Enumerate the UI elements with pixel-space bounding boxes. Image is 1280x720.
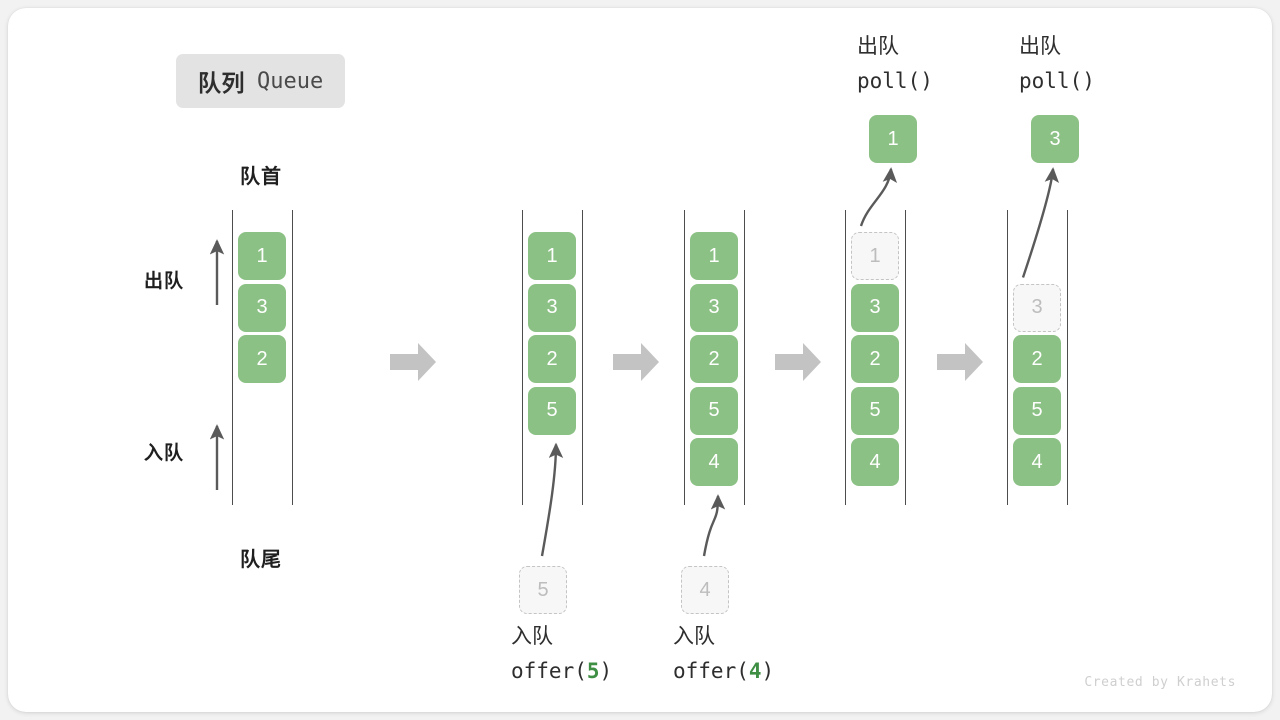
dequeue-arrow-poll-1 (859, 167, 898, 227)
queue-cell-initial-2: 2 (238, 335, 286, 383)
caption-operation-name: 入队 (511, 625, 553, 648)
flow-arrow-3 (937, 343, 983, 381)
queue-cell-offer-5-1: 3 (528, 283, 576, 332)
caption-code: offer(5) (511, 654, 612, 688)
queue-rear-label: 队尾 (240, 549, 282, 571)
queue-cell-initial-1: 3 (238, 283, 286, 332)
queue-rail-left-offer-5 (522, 210, 523, 505)
queue-ghost-cell-poll-1: 1 (851, 232, 899, 280)
title-badge: 队列 Queue (176, 54, 346, 108)
flow-arrow-0 (390, 343, 436, 381)
caption-operation-name: 入队 (673, 625, 715, 648)
operation-caption-offer-4: 入队 offer(4) (673, 620, 774, 688)
dequeue-arrow-poll-3 (1021, 167, 1060, 278)
queue-cell-offer-4-0: 1 (690, 232, 738, 280)
cell-value: 5 (546, 399, 558, 421)
cell-value: 1 (256, 244, 268, 267)
queue-rail-right-offer-4 (744, 210, 745, 505)
caption-code-prefix: offer( (511, 659, 587, 683)
cell-value: 2 (869, 347, 881, 370)
cell-value: 1 (869, 244, 881, 267)
cell-value: 3 (256, 296, 268, 318)
operation-caption-poll-1: 出队 poll() (857, 30, 933, 98)
queue-rail-left-offer-4 (684, 210, 685, 505)
caption-code: poll() (857, 64, 933, 98)
cell-value: 4 (699, 578, 711, 601)
queue-cell-initial-0: 1 (238, 232, 286, 280)
cell-value: 4 (1031, 450, 1043, 473)
watermark: Created by Krahets (1084, 675, 1236, 690)
queue-cell-poll-3-2: 4 (1013, 438, 1061, 486)
cell-value: 5 (869, 399, 881, 421)
queue-ghost-cell-poll-3: 3 (1013, 283, 1061, 332)
diagram-card: 队列 Queue 队首 队尾 出队 入队 1 3 2 1 3 2 5 5 1 3 2 5 4 4 1 3 2 5 4… (8, 8, 1272, 712)
cell-value: 1 (887, 127, 899, 150)
caption-code-value: 5 (586, 659, 600, 683)
queue-cell-poll-1-1: 2 (851, 335, 899, 383)
incoming-ghost-cell-offer-4: 4 (681, 566, 729, 614)
cell-value: 2 (1031, 347, 1043, 370)
caption-code-prefix: offer( (673, 659, 749, 683)
caption-code-prefix: poll() (1019, 69, 1095, 93)
cell-value: 3 (546, 296, 558, 318)
operation-caption-offer-5: 入队 offer(5) (511, 620, 612, 688)
popped-cell-poll-3: 3 (1031, 115, 1079, 163)
cell-value: 1 (708, 244, 720, 267)
queue-cell-poll-3-1: 5 (1013, 386, 1061, 435)
cell-value: 4 (708, 450, 720, 473)
queue-cell-offer-4-1: 3 (690, 283, 738, 332)
enqueue-direction-label: 入队 (144, 443, 185, 464)
queue-cell-poll-1-0: 3 (851, 283, 899, 332)
queue-rail-left-initial (232, 210, 233, 505)
enqueue-arrow-offer-4 (702, 494, 726, 557)
caption-code-suffix: ) (599, 659, 613, 683)
cell-value: 2 (256, 347, 268, 370)
queue-cell-offer-5-2: 2 (528, 335, 576, 383)
queue-rail-right-poll-1 (905, 210, 906, 505)
queue-rail-right-initial (292, 210, 293, 505)
queue-cell-poll-1-3: 4 (851, 438, 899, 486)
queue-rail-left-poll-3 (1007, 210, 1008, 505)
cell-value: 3 (708, 296, 720, 318)
cell-value: 4 (869, 450, 881, 473)
queue-cell-offer-5-3: 5 (528, 386, 576, 435)
caption-code-value: 4 (748, 659, 762, 683)
queue-cell-poll-3-0: 2 (1013, 335, 1061, 383)
cell-value: 1 (546, 244, 558, 267)
queue-rail-right-poll-3 (1067, 210, 1068, 505)
operation-caption-poll-3: 出队 poll() (1019, 30, 1095, 98)
queue-rail-right-offer-5 (582, 210, 583, 505)
flow-arrow-2 (775, 343, 821, 381)
queue-cell-offer-4-2: 2 (690, 335, 738, 383)
popped-cell-poll-1: 1 (869, 115, 917, 163)
cell-value: 2 (708, 347, 720, 370)
cell-value: 5 (708, 399, 720, 421)
queue-cell-poll-1-2: 5 (851, 386, 899, 435)
title-chinese: 队列 (198, 70, 245, 96)
caption-code-prefix: poll() (857, 69, 933, 93)
caption-code: poll() (1019, 64, 1095, 98)
cell-value: 2 (546, 347, 558, 370)
flow-arrow-1 (613, 343, 659, 381)
incoming-ghost-cell-offer-5: 5 (519, 566, 567, 614)
cell-value: 3 (1049, 127, 1061, 150)
arrows-overlay (209, 167, 1060, 557)
queue-cell-offer-4-3: 5 (690, 386, 738, 435)
enqueue-arrow-offer-5 (540, 442, 564, 557)
queue-rail-left-poll-1 (845, 210, 846, 505)
caption-operation-name: 出队 (857, 35, 899, 58)
caption-code-suffix: ) (761, 659, 775, 683)
queue-front-label: 队首 (240, 166, 282, 188)
cell-value: 5 (537, 578, 549, 601)
queue-cell-offer-4-4: 4 (690, 438, 738, 486)
title-english: Queue (257, 68, 324, 94)
queue-cell-offer-5-0: 1 (528, 232, 576, 280)
cell-value: 5 (1031, 399, 1043, 421)
cell-value: 3 (869, 296, 881, 318)
dequeue-direction-label: 出队 (144, 271, 185, 292)
caption-operation-name: 出队 (1019, 35, 1061, 58)
cell-value: 3 (1031, 296, 1043, 318)
caption-code: offer(4) (673, 654, 774, 688)
